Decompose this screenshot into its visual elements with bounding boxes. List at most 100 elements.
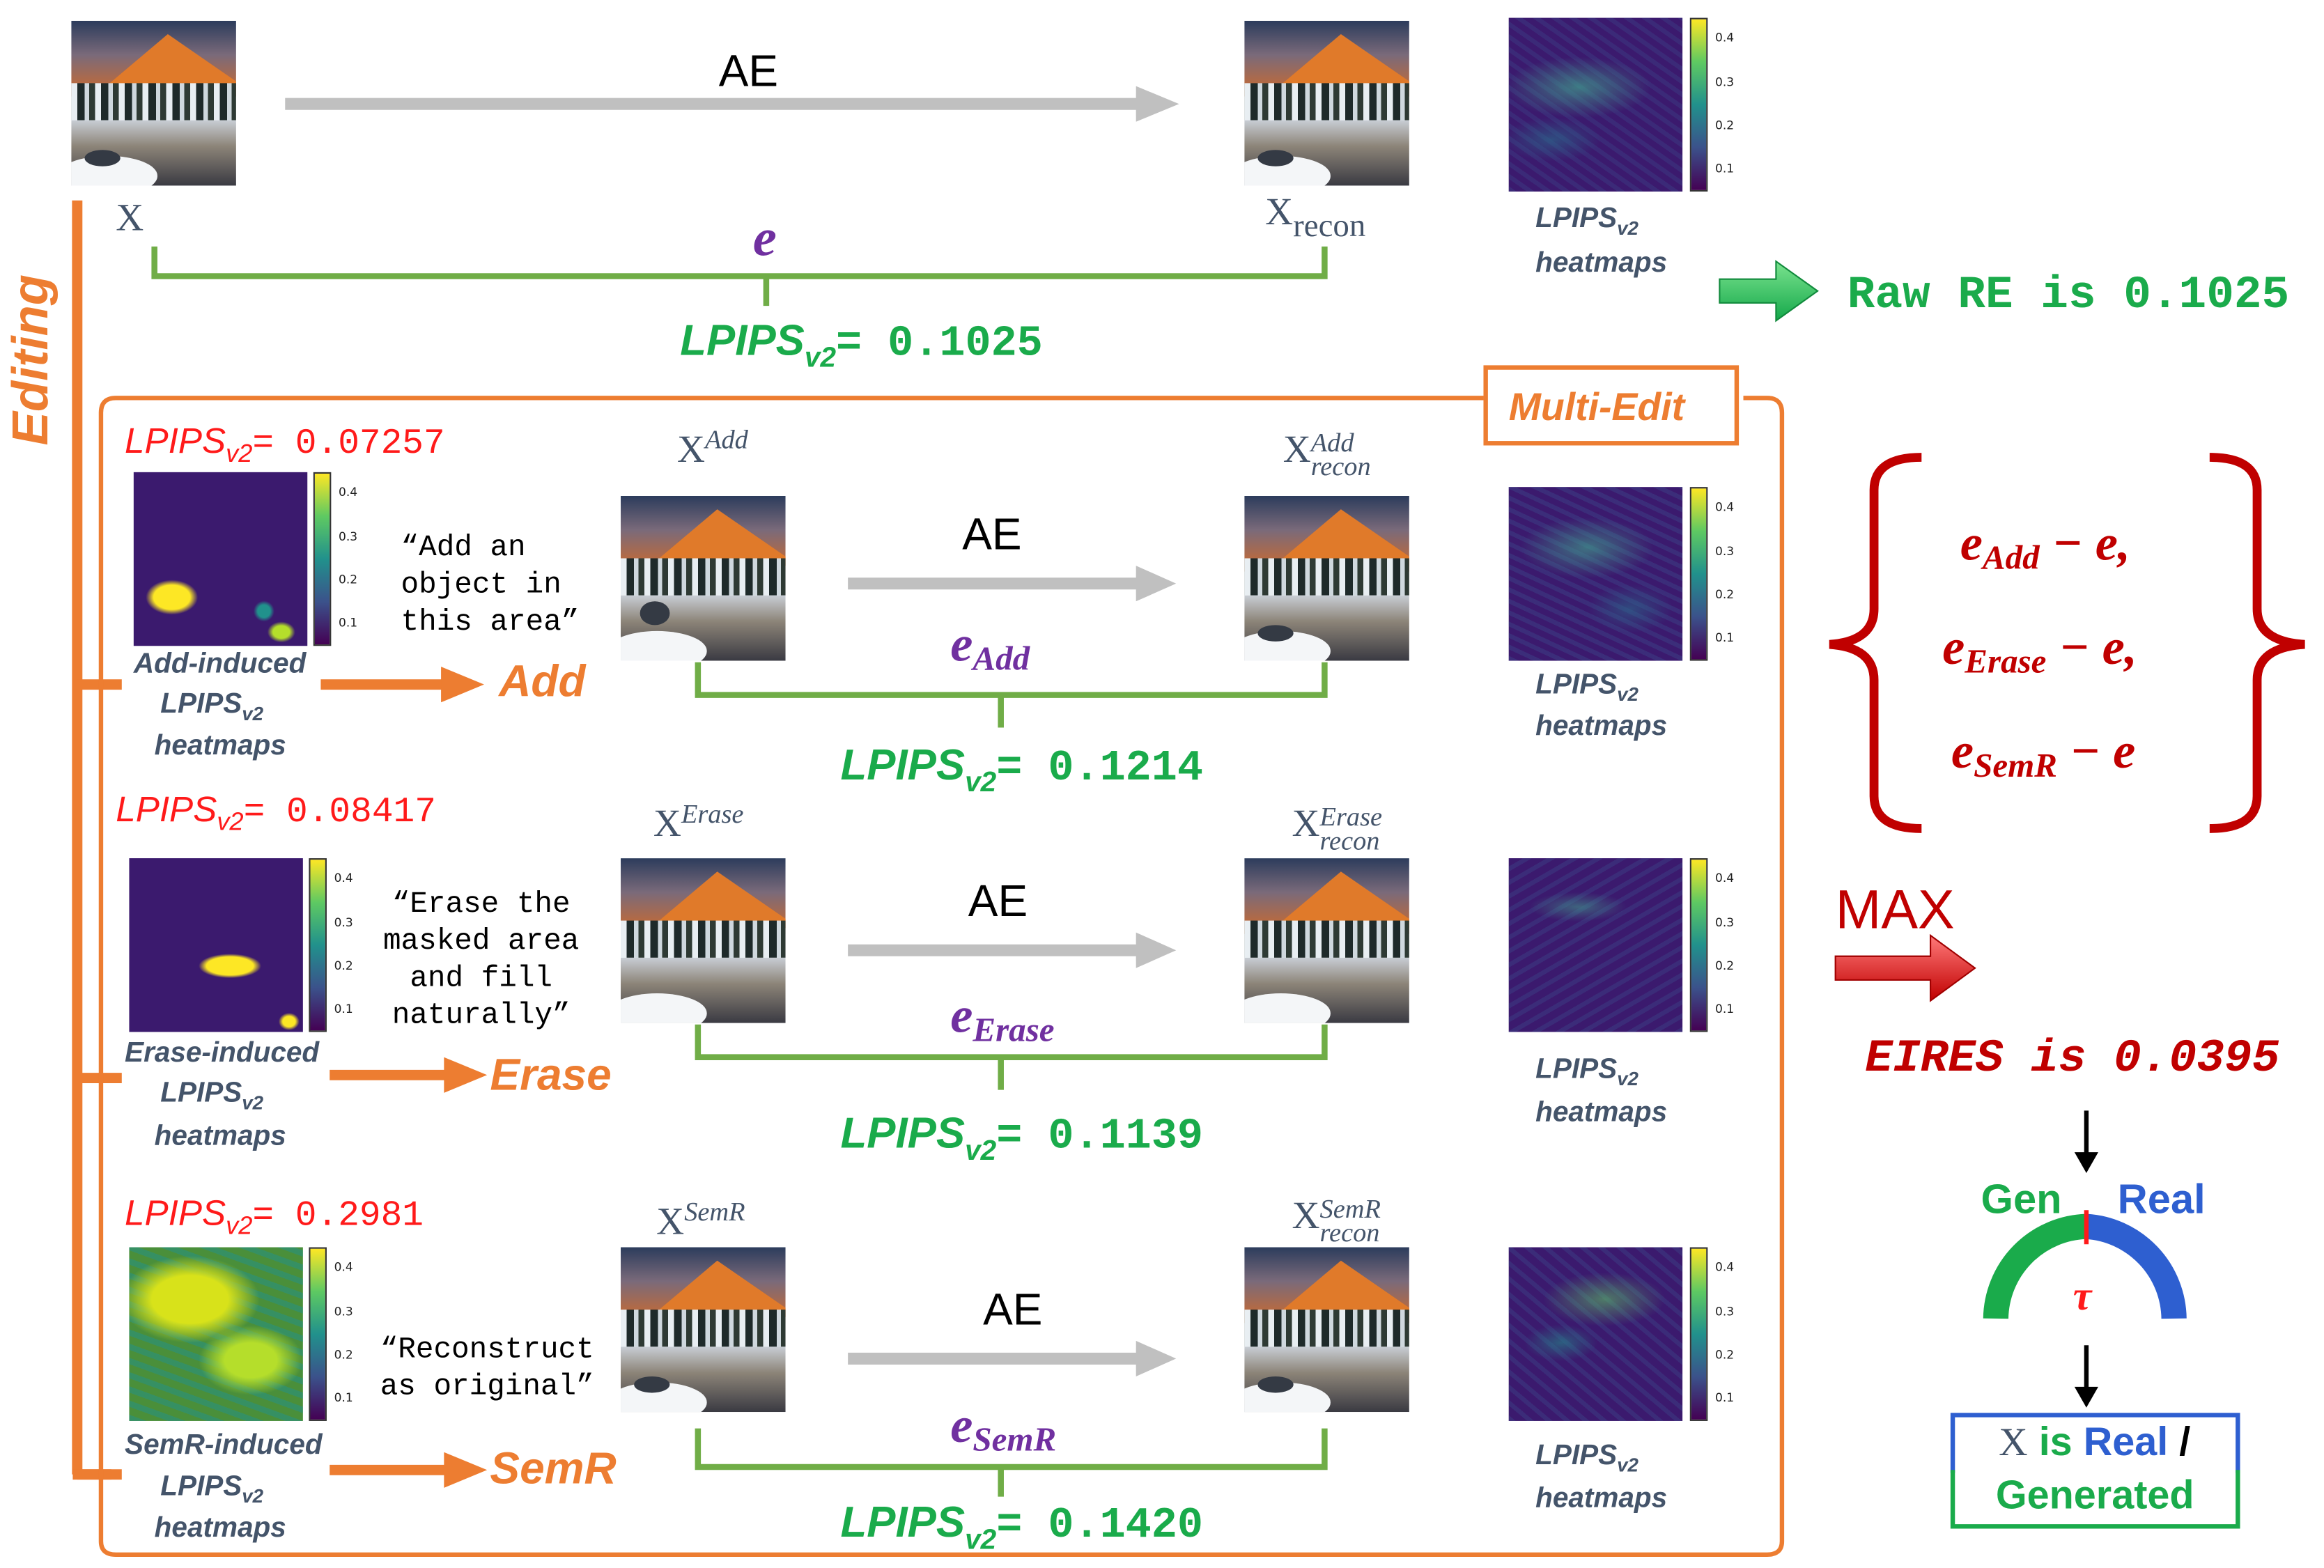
mask-heatmap-erase (129, 858, 303, 1032)
tick: 0.2 (339, 573, 358, 587)
tick: 0.1 (339, 616, 358, 630)
induced-heatmaps-erase: heatmaps (154, 1121, 286, 1153)
colorbar-semr (1689, 1247, 1708, 1421)
error-e-label: e (752, 208, 777, 267)
induced-lpips-erase: LPIPSv2 (160, 1078, 264, 1114)
multi-edit-label: Multi-Edit (1508, 385, 1685, 430)
x-semr-label: XSemR (656, 1197, 745, 1243)
op-label-semr: SemR (490, 1445, 617, 1494)
tick: 0.2 (1714, 588, 1735, 602)
mask-heatmap-semr (129, 1247, 303, 1421)
input-image-x (71, 20, 236, 186)
tick: 0.4 (339, 486, 358, 499)
tick: 0.4 (1714, 871, 1735, 885)
tick: 0.2 (1714, 959, 1735, 973)
decision-box-frame (1950, 1413, 2240, 1473)
ae-label-top: AE (718, 47, 779, 97)
tick: 0.3 (1714, 545, 1735, 559)
tick: 0.2 (1714, 118, 1735, 132)
induced-caption-add: Add-induced (133, 649, 307, 681)
ae-arrow-top (285, 86, 1179, 122)
induced-caption-erase: Erase-induced (125, 1037, 320, 1069)
tick: 0.1 (1714, 630, 1735, 645)
lpips-recon-add: LPIPSv2= 0.1214 (840, 742, 1203, 799)
colorbar-add (1689, 487, 1708, 661)
tick: 0.2 (334, 959, 353, 973)
edited-image-semr (621, 1247, 786, 1413)
tick: 0.4 (334, 1260, 353, 1274)
error-e-semr: eSemR (950, 1398, 1057, 1459)
recon-image-semr (1244, 1247, 1409, 1413)
induced-lpips-semr: LPIPSv2 (160, 1471, 264, 1507)
induced-lpips-add: LPIPSv2 (160, 689, 264, 725)
editing-tree (72, 200, 122, 1480)
brace-top (151, 246, 1328, 306)
error-e-erase: eErase (950, 988, 1055, 1048)
heatmap-top (1508, 17, 1683, 192)
x-label: X (116, 196, 144, 240)
decision-line-2: Generated (1995, 1473, 2194, 1518)
op-arrow-semr (330, 1452, 488, 1488)
ae-label-semr: AE (983, 1285, 1043, 1335)
heatmap-top-caption-2: heatmaps (1535, 247, 1668, 279)
tick: 0.1 (334, 1391, 353, 1405)
heatmap-semr-caption-2: heatmaps (1535, 1483, 1668, 1515)
tick: 0.1 (334, 1002, 353, 1016)
brace-semr (695, 1428, 1328, 1497)
max-label: MAX (1835, 878, 1955, 940)
heatmap-add (1508, 487, 1683, 661)
real-label: Real (2117, 1176, 2206, 1222)
multi-edit-frame (98, 396, 1785, 1557)
heatmap-add-caption-1: LPIPSv2 (1535, 669, 1639, 706)
set-item-semr: eSemR − e (1951, 724, 2136, 784)
tick: 0.2 (334, 1348, 353, 1362)
ae-label-add: AE (962, 511, 1022, 560)
decision-line-1: X is Real / (1999, 1419, 2191, 1464)
tick: 0.4 (1714, 1260, 1735, 1274)
set-item-add: eAdd − e, (1960, 516, 2131, 577)
op-label-erase: Erase (490, 1051, 612, 1101)
heatmap-add-caption-2: heatmaps (1535, 711, 1668, 743)
colorbar-mask-add (313, 472, 332, 646)
threshold-gauge (1983, 1110, 2187, 1408)
recon-image-x (1244, 20, 1409, 186)
induced-heatmaps-add: heatmaps (154, 730, 286, 762)
set-left-brace (1829, 453, 1922, 833)
x-erase-label: XErase (653, 798, 744, 845)
tick: 0.4 (1714, 31, 1735, 45)
red-block-arrow (1834, 933, 1976, 1002)
tick: 0.1 (1714, 1391, 1735, 1405)
recon-image-erase (1244, 858, 1409, 1023)
set-right-brace (2209, 453, 2305, 833)
green-block-arrow (1719, 260, 1819, 323)
induced-caption-semr: SemR-induced (125, 1429, 323, 1461)
editing-label: Editing (3, 274, 60, 446)
multi-edit-tag (1483, 365, 1740, 446)
heatmap-semr (1508, 1247, 1683, 1421)
op-arrow-erase (330, 1057, 488, 1093)
lpips-top: LPIPSv2= 0.1025 (680, 318, 1043, 375)
ae-arrow-erase (848, 932, 1177, 968)
tick: 0.3 (1714, 916, 1735, 930)
tick: 0.3 (339, 529, 358, 544)
x-add-label: XAdd (677, 424, 748, 471)
ae-arrow-add (848, 566, 1177, 602)
heatmap-erase-caption-1: LPIPSv2 (1535, 1054, 1639, 1090)
induced-heatmaps-semr: heatmaps (154, 1513, 286, 1544)
edited-image-erase (621, 858, 786, 1023)
tick: 0.3 (334, 916, 353, 930)
colorbar-mask-erase (309, 858, 327, 1032)
tick: 0.4 (1714, 500, 1735, 514)
eires-result: EIRES is 0.0395 (1865, 1033, 2280, 1086)
tick: 0.1 (1714, 1002, 1735, 1016)
heatmap-erase-caption-2: heatmaps (1535, 1097, 1668, 1129)
tick: 0.1 (1714, 162, 1735, 176)
brace-erase (695, 1024, 1328, 1090)
brace-add (695, 662, 1328, 728)
